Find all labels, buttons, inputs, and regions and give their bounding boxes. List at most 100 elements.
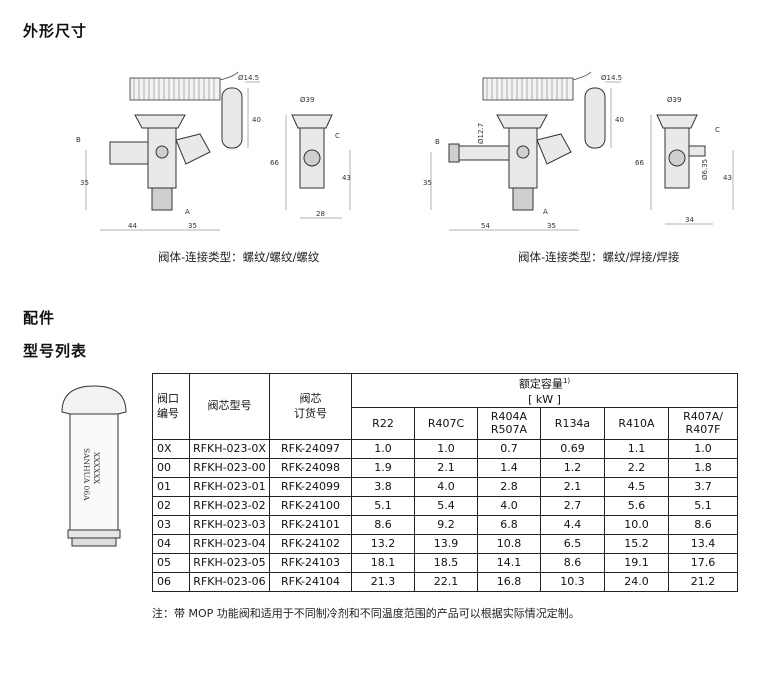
table-cell: 13.4 xyxy=(667,533,739,554)
dim-label-c: C xyxy=(715,126,720,134)
dim-label-b: B xyxy=(435,138,440,146)
inlet-solder-tube xyxy=(454,145,510,161)
table-cell: 21.3 xyxy=(351,571,415,592)
dim-height-66: 66 xyxy=(635,159,644,167)
table-cell: 14.1 xyxy=(477,552,541,573)
table-cell: 03 xyxy=(152,514,190,535)
table-cell: 10.3 xyxy=(540,571,605,592)
table-cell: RFKH-023-00 xyxy=(189,457,270,478)
table-cell: 4.4 xyxy=(540,514,605,535)
table-cell: 10.0 xyxy=(604,514,669,535)
dim-dia-12: Ø12.7 xyxy=(477,123,485,144)
table-cell: RFKH-023-04 xyxy=(189,533,270,554)
dim-height-66: 66 xyxy=(270,159,279,167)
capillary-coil xyxy=(482,71,592,101)
table-cell: 5.1 xyxy=(667,495,739,516)
dim-label-b: B xyxy=(76,136,81,144)
heading-dimensions: 外形尺寸 xyxy=(23,22,88,40)
table-cell: 8.6 xyxy=(540,552,605,573)
dim-height-43: 43 xyxy=(723,174,732,182)
dim-label-a: A xyxy=(185,208,190,216)
sensing-bulb xyxy=(221,87,243,149)
table-cell: 21.2 xyxy=(667,571,739,592)
table-cell: RFKH-023-05 xyxy=(189,552,270,573)
table-cell: 1.0 xyxy=(667,438,739,459)
dim-bulb-len: 40 xyxy=(252,116,261,124)
table-cell: 00 xyxy=(152,457,190,478)
table-cell: 10.8 xyxy=(477,533,541,554)
caption-left: 阀体-连接类型：螺纹/螺纹/螺纹 xyxy=(158,250,320,264)
table-cell: 13.2 xyxy=(351,533,415,554)
table-cell: 4.0 xyxy=(414,476,478,497)
table-cell: 1.1 xyxy=(604,438,669,459)
table-cell: RFK-24101 xyxy=(269,514,352,535)
table-cell: 1.0 xyxy=(351,438,415,459)
dim-label-a: A xyxy=(543,208,548,216)
table-cell: 01 xyxy=(152,476,190,497)
table-cell: RFK-24098 xyxy=(269,457,352,478)
footnote: 注：带 MOP 功能阀和适用于不同制冷剂和不同温度范围的产品可以根据实际情况定制… xyxy=(152,607,580,620)
table-cell: 4.0 xyxy=(477,495,541,516)
table-cell: 2.1 xyxy=(414,457,478,478)
valve-drawing-right: Ø14.5 40 B Ø12.7 35 A 54 35 Ø39 C Ø6.35 … xyxy=(423,71,734,231)
outlet-fitting xyxy=(175,133,211,165)
dim-width-34: 34 xyxy=(685,216,694,224)
outlet-solder-fitting xyxy=(536,133,572,165)
table-cell: 8.6 xyxy=(351,514,415,535)
side-view-head xyxy=(656,114,698,129)
dim-height-35: 35 xyxy=(423,179,432,187)
dim-width-35: 35 xyxy=(188,222,197,230)
table-cell: 1.0 xyxy=(414,438,478,459)
valve-cartridge: SANHUA 06A XXXXXX xyxy=(61,385,127,547)
header-refrigerant: R407C xyxy=(414,406,478,440)
table-cell: 8.6 xyxy=(667,514,739,535)
table-cell: 1.2 xyxy=(540,457,605,478)
valve-head xyxy=(496,114,548,129)
header-refrigerant: R134a xyxy=(540,406,605,440)
dim-width-54: 54 xyxy=(481,222,490,230)
table-cell: RFKH-023-0X xyxy=(189,438,270,459)
table-cell: 17.6 xyxy=(667,552,739,573)
dim-height-43: 43 xyxy=(342,174,351,182)
header-port: 阀口编号 xyxy=(152,373,190,440)
table-cell: 2.2 xyxy=(604,457,669,478)
cartridge-serial: XXXXXX xyxy=(92,452,101,485)
side-view-head xyxy=(291,114,333,129)
table-cell: 13.9 xyxy=(414,533,478,554)
table-cell: RFKH-023-06 xyxy=(189,571,270,592)
caption-right: 阀体-连接类型：螺纹/焊接/焊接 xyxy=(518,250,680,264)
table-cell: 16.8 xyxy=(477,571,541,592)
valve-head xyxy=(134,114,186,129)
dim-width-35: 35 xyxy=(547,222,556,230)
table-cell: 3.7 xyxy=(667,476,739,497)
table-cell: 2.8 xyxy=(477,476,541,497)
heading-parts: 配件 xyxy=(23,309,56,327)
table-cell: RFKH-023-01 xyxy=(189,476,270,497)
heading-model-list: 型号列表 xyxy=(23,342,88,360)
valve-drawing-left: Ø14.5 40 B 35 A 44 35 Ø39 C 66 43 28 xyxy=(76,71,351,231)
table-cell: 24.0 xyxy=(604,571,669,592)
table-cell: 18.5 xyxy=(414,552,478,573)
dim-dia-39: Ø39 xyxy=(667,96,681,104)
table-cell: RFK-24103 xyxy=(269,552,352,573)
table-cell: 3.8 xyxy=(351,476,415,497)
table-cell: 5.1 xyxy=(351,495,415,516)
dim-bulb-dia: Ø14.5 xyxy=(238,74,259,82)
cartridge-brand: SANHUA 06A xyxy=(82,448,91,501)
table-cell: RFK-24097 xyxy=(269,438,352,459)
table-cell: RFKH-023-02 xyxy=(189,495,270,516)
table-cell: 6.5 xyxy=(540,533,605,554)
header-order-no: 阀芯订货号 xyxy=(269,373,352,440)
table-cell: 6.8 xyxy=(477,514,541,535)
table-cell: 0X xyxy=(152,438,190,459)
